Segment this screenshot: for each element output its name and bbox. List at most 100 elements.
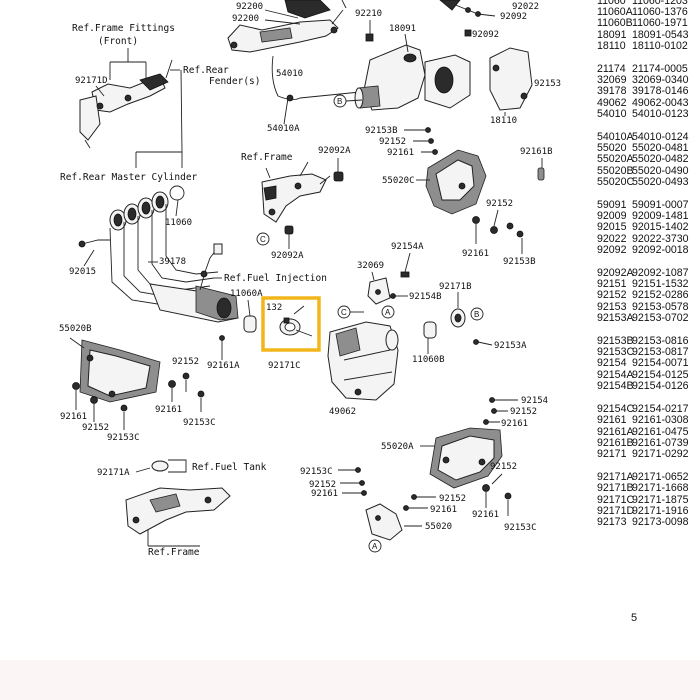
reference-marker-label: B <box>337 97 342 106</box>
part-label: 54010A <box>267 124 300 134</box>
part-number: 92015-1402 <box>632 222 689 234</box>
part-label: 92022 <box>512 2 539 12</box>
part-label: 92152 <box>172 357 199 367</box>
part-number: 11060-1203 <box>632 0 688 7</box>
part-label: 92152 <box>82 423 109 433</box>
part-label: 92153B <box>503 257 536 267</box>
ref-code: 55020C <box>597 175 635 188</box>
part-label: 92153 <box>534 79 561 89</box>
ref-code: 92153A <box>597 311 634 324</box>
part-number: 92171-1668 <box>632 483 689 495</box>
washer <box>90 396 98 404</box>
reference-marker-b <box>470 307 484 321</box>
bolt-92210 <box>365 20 374 42</box>
ref-code: 55020A <box>597 153 634 166</box>
part-label: 92154A <box>391 242 424 252</box>
part-label: 92152 <box>309 480 336 490</box>
reference-marker-a <box>381 305 395 319</box>
part-label: 92153C <box>183 418 216 428</box>
footrest-bracket <box>79 59 173 149</box>
part-label: 55020A <box>381 442 414 452</box>
ref-code: 11060A <box>597 6 633 19</box>
part-label: 92092 <box>472 30 499 40</box>
part-label: 92210 <box>355 9 382 19</box>
washer <box>197 390 205 398</box>
part-number: 55020-0482 <box>632 154 689 166</box>
part-label: 92152 <box>439 494 466 504</box>
ref-code: 92171 <box>597 447 627 460</box>
frame-bracket-mid <box>261 161 331 223</box>
part-label: 92171D <box>75 76 108 86</box>
grommet-92092a-b <box>284 225 294 235</box>
clamp-92171b <box>450 308 466 328</box>
part-label: 92092A <box>271 251 304 261</box>
ref-label: Ref.Rear Master Cylinder <box>60 172 198 183</box>
part-number: 39178-0146 <box>632 86 689 98</box>
part-number: 32069-0340 <box>632 75 689 87</box>
ref-code: 18091 <box>597 28 627 41</box>
part-number: 92152-0286 <box>632 290 689 302</box>
part-label: 92161 <box>387 148 414 158</box>
ref-label: Ref.Rear <box>183 65 229 76</box>
gasket-11060a <box>243 315 257 333</box>
clip-92092 <box>464 29 472 37</box>
heat-cover-55020b <box>69 337 161 403</box>
frame-mount-bottom <box>125 487 231 535</box>
part-label: 92161 <box>155 405 182 415</box>
part-number: 92161-0475 <box>632 426 689 438</box>
ref-code: 92154C <box>597 403 635 416</box>
ref-code: 92154A <box>597 368 634 381</box>
part-number: 55020-0481 <box>632 143 689 155</box>
part-number: 92153-0817 <box>632 347 689 359</box>
ref-code: 92153B <box>597 335 634 348</box>
part-label: 18110 <box>490 116 517 126</box>
part-number: 92154-0071 <box>632 358 689 370</box>
ref-code: 92171B <box>597 482 634 495</box>
table-row: 92015 92015-1402 <box>597 222 700 233</box>
part-number: 11060-1376 <box>632 7 688 19</box>
part-number: 92009-1481 <box>632 211 689 223</box>
bracket-32069 <box>367 277 391 305</box>
ref-code: 18110 <box>597 39 626 52</box>
clamp-92171a <box>151 459 187 473</box>
ref-code: 92173 <box>597 515 627 528</box>
ref-code: 39178 <box>597 85 627 98</box>
part-label: 55020 <box>425 522 452 532</box>
reference-marker-label: C <box>260 235 266 244</box>
part-number: 92171-1875 <box>632 494 689 506</box>
part-label: 92161B <box>520 147 553 157</box>
part-number: 54010-0123 <box>632 108 689 120</box>
part-label: 92092A <box>318 146 351 156</box>
ref-label: Ref.Frame <box>148 547 200 558</box>
washer <box>72 382 80 390</box>
ref-code: 92153 <box>597 300 627 313</box>
part-number: 92153-0816 <box>632 336 689 348</box>
clamp-92171c <box>279 305 305 336</box>
ref-label: Ref.Fuel Injection <box>224 273 327 284</box>
gasket-11060 <box>169 185 185 201</box>
ref-code: 92015 <box>597 221 627 234</box>
part-number: 55020-0490 <box>632 165 689 177</box>
part-label: 92153A <box>494 341 527 351</box>
part-label: 11060B <box>412 355 445 365</box>
